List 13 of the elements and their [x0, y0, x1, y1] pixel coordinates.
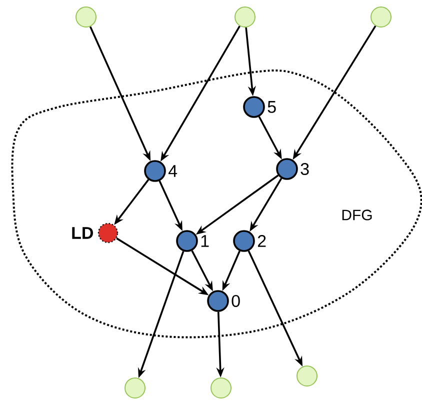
node-circle — [210, 377, 232, 398]
node-label: 5 — [268, 101, 276, 113]
node-label: 2 — [258, 235, 266, 247]
node-label: LD — [72, 227, 93, 239]
node-label: 4 — [168, 165, 178, 177]
node-circle — [124, 377, 146, 398]
node-circle — [234, 6, 256, 28]
node-circle — [370, 6, 392, 28]
node-circle — [76, 6, 96, 28]
node-circle — [296, 365, 318, 386]
node-label: 1 — [201, 235, 209, 247]
node-label: 0 — [232, 294, 240, 307]
node-label: 3 — [300, 162, 309, 176]
